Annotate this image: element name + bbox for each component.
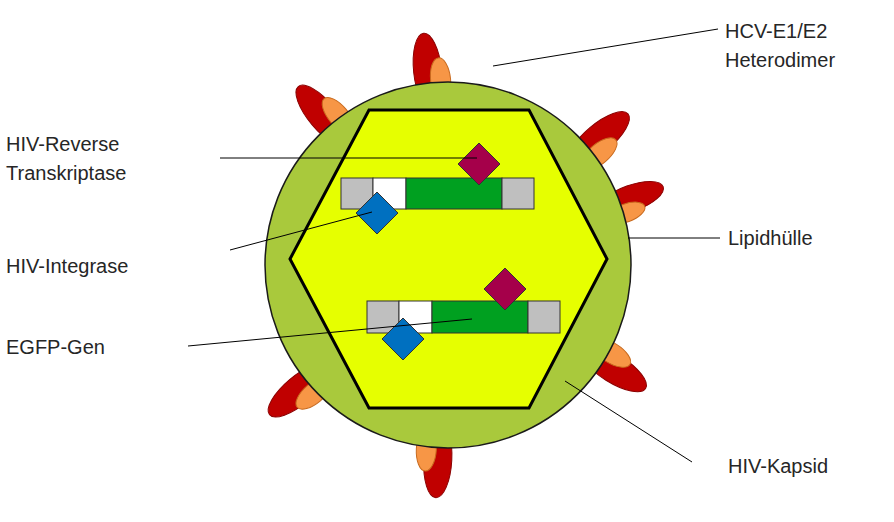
integrase <box>356 192 398 234</box>
reverse-transcriptase <box>458 143 500 185</box>
leader-lines <box>188 29 720 462</box>
capsid-hexagon <box>290 110 607 408</box>
part-label: HIV-Integrase <box>6 252 206 281</box>
part-label: HIV-Reverse Transkriptase <box>6 130 156 188</box>
lipid-envelope <box>265 82 631 448</box>
part-label: Lipidhülle <box>728 224 878 253</box>
part-label: EGFP-Gen <box>6 333 176 362</box>
part-label: HIV-Kapsid <box>728 452 878 481</box>
part-label: HCV-E1/E2 Heterodimer <box>725 17 875 75</box>
reverse-transcriptase <box>484 268 526 310</box>
